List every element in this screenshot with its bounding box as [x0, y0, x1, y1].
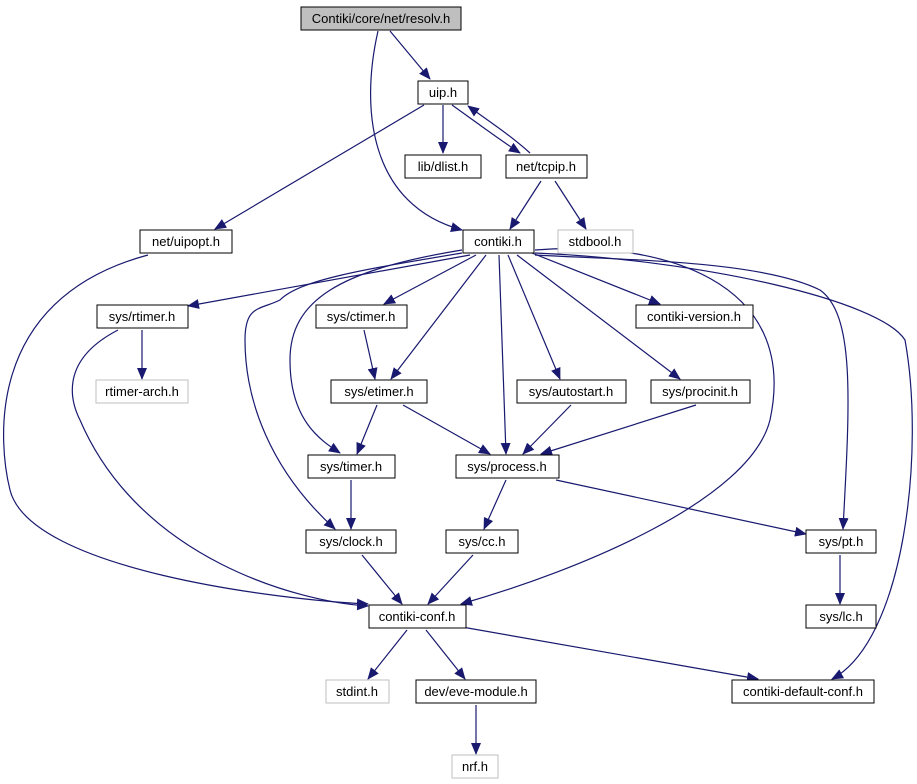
edge-uip-tcpip [451, 104, 521, 154]
edge-tcpip-uip [467, 105, 531, 154]
node-conf[interactable]: contiki-conf.h [368, 604, 467, 629]
node-defconf[interactable]: contiki-default-conf.h [731, 679, 875, 704]
node-procinit-label: sys/procinit.h [662, 384, 738, 399]
edge-resolv-uip [389, 30, 431, 80]
node-uipopt-label: net/uipopt.h [152, 234, 220, 249]
node-ctimer-label: sys/ctimer.h [327, 309, 396, 324]
node-autostart-label: sys/autostart.h [529, 384, 614, 399]
node-rtimer[interactable]: sys/rtimer.h [96, 304, 189, 329]
node-nrf-label: nrf.h [462, 759, 488, 774]
node-rtimer-label: sys/rtimer.h [109, 309, 175, 324]
edge-conf-defconf [461, 626, 759, 683]
edge-contiki-conf [460, 247, 775, 606]
node-tcpip[interactable]: net/tcpip.h [505, 154, 588, 179]
node-contiki[interactable]: contiki.h [462, 229, 535, 254]
edge-autostart-process [522, 404, 572, 455]
node-stdint-label: stdint.h [336, 684, 378, 699]
node-uipopt[interactable]: net/uipopt.h [139, 229, 233, 254]
edge-etimer-process [402, 404, 491, 455]
node-timer[interactable]: sys/timer.h [307, 454, 396, 479]
node-lc-label: sys/lc.h [819, 609, 862, 624]
edge-conf-stdint [367, 629, 408, 680]
edge-resolv-contiki [370, 30, 463, 232]
edge-rtimer-conf [71, 329, 369, 611]
edge-contiki-etimer [390, 254, 487, 380]
node-stdbool-label: stdbool.h [569, 234, 622, 249]
node-cc[interactable]: sys/cc.h [445, 529, 519, 554]
node-eve[interactable]: dev/eve-module.h [415, 679, 537, 704]
node-nrf[interactable]: nrf.h [451, 754, 499, 779]
edge-tcpip-stdbool [554, 180, 587, 230]
edge-etimer-timer [356, 404, 378, 455]
node-cc-label: sys/cc.h [459, 534, 506, 549]
edge-contiki-process [498, 254, 511, 455]
edge-process-cc [483, 479, 507, 530]
node-dlist-label: lib/dlist.h [418, 159, 469, 174]
node-uip[interactable]: uip.h [417, 80, 469, 105]
node-stdint[interactable]: stdint.h [325, 679, 390, 704]
node-process-label: sys/process.h [467, 459, 546, 474]
edge-cc-conf [427, 554, 474, 605]
edge-process-pt [555, 479, 807, 537]
edge-contiki-timer [289, 249, 463, 454]
nodes: Contiki/core/net/resolv.h uip.h lib/dlis… [95, 6, 877, 779]
node-eve-label: dev/eve-module.h [424, 684, 527, 699]
node-version[interactable]: contiki-version.h [635, 304, 754, 329]
node-conf-label: contiki-conf.h [379, 609, 456, 624]
node-process[interactable]: sys/process.h [455, 454, 560, 479]
node-autostart[interactable]: sys/autostart.h [516, 379, 627, 404]
edge-uipopt-conf [3, 254, 369, 609]
node-rtimerarch-label: rtimer-arch.h [105, 384, 179, 399]
node-dlist[interactable]: lib/dlist.h [404, 154, 482, 179]
edge-contiki-rtimer [187, 254, 471, 309]
node-etimer-label: sys/etimer.h [344, 384, 413, 399]
edge-tcpip-contiki [509, 180, 542, 230]
node-timer-label: sys/timer.h [320, 459, 382, 474]
node-clock-label: sys/clock.h [319, 534, 383, 549]
node-contiki-label: contiki.h [474, 234, 522, 249]
node-etimer[interactable]: sys/etimer.h [330, 379, 428, 404]
edge-contiki-clock [244, 252, 463, 530]
edge-contiki-autostart [507, 254, 561, 380]
edge-contiki-procinit [516, 254, 681, 380]
edges [3, 30, 913, 755]
node-ctimer[interactable]: sys/ctimer.h [315, 304, 408, 329]
edge-contiki-version [531, 252, 661, 305]
edge-conf-eve [425, 629, 466, 680]
node-pt-label: sys/pt.h [819, 534, 864, 549]
edge-uip-uipopt [214, 104, 425, 230]
node-clock[interactable]: sys/clock.h [305, 529, 397, 554]
node-procinit[interactable]: sys/procinit.h [650, 379, 751, 404]
node-lc[interactable]: sys/lc.h [805, 604, 877, 629]
edge-clock-conf [361, 554, 403, 605]
node-stdbool[interactable]: stdbool.h [557, 229, 634, 254]
node-version-label: contiki-version.h [647, 309, 741, 324]
node-tcpip-label: net/tcpip.h [516, 159, 576, 174]
node-uip-label: uip.h [429, 85, 457, 100]
edge-contiki-ctimer [383, 254, 477, 305]
node-root[interactable]: Contiki/core/net/resolv.h [300, 6, 462, 31]
node-rtimerarch[interactable]: rtimer-arch.h [95, 379, 189, 404]
edge-contiki-defconf [534, 252, 913, 680]
node-pt[interactable]: sys/pt.h [805, 529, 877, 554]
edge-procinit-process [540, 404, 697, 456]
node-defconf-label: contiki-default-conf.h [743, 684, 863, 699]
edge-ctimer-etimer [363, 329, 378, 380]
node-root-label: Contiki/core/net/resolv.h [312, 11, 451, 26]
